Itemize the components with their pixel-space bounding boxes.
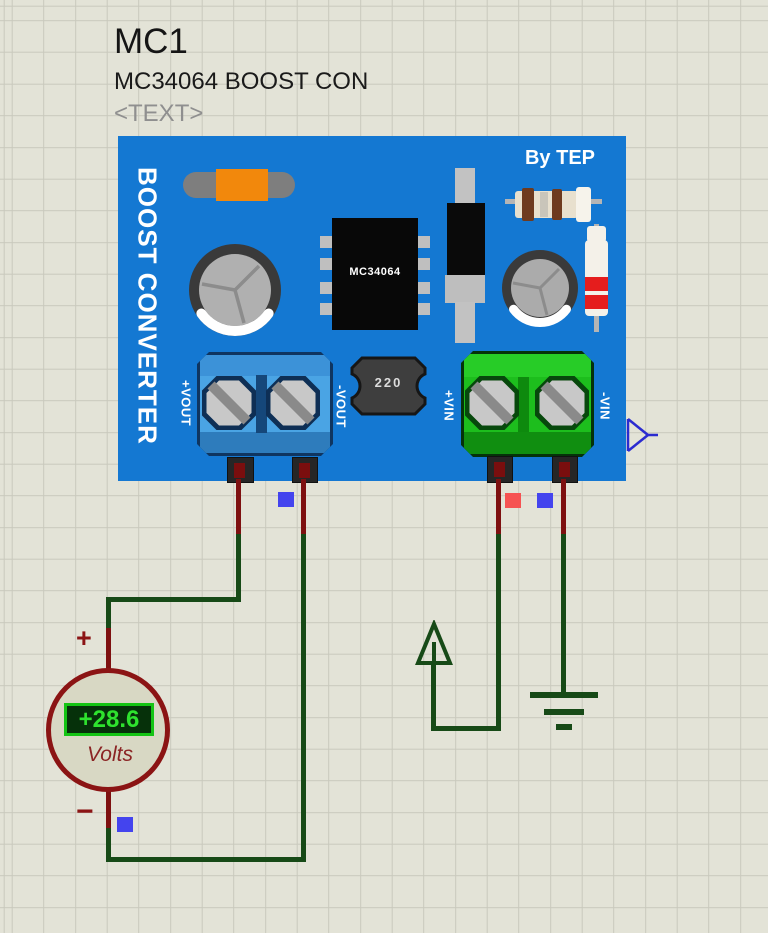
capacitor-highlight [196, 308, 274, 336]
junction-marker[interactable] [117, 817, 133, 832]
pin-pad [299, 463, 310, 478]
wire-segment[interactable] [561, 534, 566, 695]
pin-vout-minus[interactable] [292, 457, 318, 483]
terminal-block-edge [464, 432, 591, 454]
ic-pin [418, 282, 430, 294]
wire-segment[interactable] [431, 662, 436, 731]
transistor-tab [445, 275, 485, 303]
ic-pin [418, 236, 430, 248]
wire-segment[interactable] [496, 534, 501, 731]
ic-pin [320, 303, 332, 315]
junction-marker[interactable] [278, 492, 294, 507]
ground-icon [556, 724, 572, 730]
pin-pad [234, 463, 245, 478]
wire-segment[interactable] [106, 597, 241, 602]
terminal-block-vin[interactable] [461, 351, 594, 457]
resistor-end-cap [576, 187, 591, 222]
ic-pin [320, 258, 332, 270]
resistor-band [552, 189, 562, 220]
part-value-label[interactable]: MC34064 BOOST CON [114, 68, 369, 95]
ic-pin [320, 282, 332, 294]
junction-marker[interactable] [505, 493, 521, 508]
screw-terminal [535, 376, 589, 430]
wire-segment[interactable] [106, 857, 306, 862]
terminal-block-vout[interactable] [197, 352, 333, 456]
wire-segment[interactable] [301, 479, 306, 536]
label-vout-plus: +VOUT [178, 379, 194, 427]
wire-segment[interactable] [106, 628, 111, 669]
power-terminal-icon[interactable] [415, 620, 453, 668]
transistor-lead [455, 168, 475, 206]
wire-segment[interactable] [236, 479, 241, 536]
terminal-block-edge [200, 432, 330, 453]
wire-segment[interactable] [106, 791, 111, 828]
voltmeter-minus-sign: − [76, 795, 94, 828]
ic-pin [418, 258, 430, 270]
terminal-block-edge [464, 354, 591, 377]
ic-pin [418, 303, 430, 315]
transistor-lead [455, 302, 475, 343]
ic-mc34064[interactable] [332, 218, 418, 330]
pin-vin-plus[interactable] [487, 456, 513, 483]
voltmeter-display: +28.6 [64, 703, 154, 736]
screw-terminal [202, 376, 256, 430]
resistor-band [540, 192, 548, 217]
wire-segment[interactable] [496, 479, 501, 536]
ground-icon [544, 709, 584, 715]
screw-terminal [465, 376, 519, 430]
label-vout-minus: -VOUT [333, 384, 349, 428]
junction-marker[interactable] [537, 493, 553, 508]
label-vin-plus: +VIN [441, 390, 457, 422]
wire-segment[interactable] [431, 726, 501, 731]
resistor-band [585, 277, 608, 291]
resistor-band [585, 295, 608, 309]
terminal-block-edge [200, 355, 330, 376]
label-vin-minus: -VIN [597, 392, 613, 420]
voltmeter-unit-label: Volts [87, 743, 133, 766]
part-text-placeholder[interactable]: <TEXT> [114, 100, 204, 127]
wire-segment[interactable] [561, 479, 566, 536]
resistor-end-cap [587, 226, 606, 242]
resistor-band [522, 188, 534, 221]
inductor-value-label: 220 [374, 375, 403, 390]
ic-pin [320, 236, 332, 248]
pin-pad [559, 462, 570, 477]
board-byline: By TEP [524, 147, 596, 169]
pin-pad [494, 462, 505, 477]
bus-entry-icon[interactable] [622, 414, 664, 458]
wire-segment[interactable] [236, 534, 241, 602]
electrolytic-capacitor-1[interactable] [185, 240, 285, 340]
terminal-block-divider [518, 377, 529, 432]
fuse-center [216, 169, 268, 201]
terminal-block-divider [256, 375, 267, 433]
ground-icon[interactable] [530, 692, 598, 698]
pin-vout-plus[interactable] [227, 457, 254, 483]
capacitor-highlight [509, 304, 571, 327]
transistor[interactable] [447, 203, 485, 276]
wire-segment[interactable] [106, 597, 111, 630]
part-reference-label[interactable]: MC1 [114, 22, 188, 61]
screw-terminal [266, 376, 320, 430]
wire-segment[interactable] [301, 534, 306, 862]
voltmeter-plus-sign: + [76, 623, 92, 653]
electrolytic-capacitor-2[interactable] [498, 246, 582, 330]
wire-segment[interactable] [106, 826, 111, 862]
ic-label: MC34064 [349, 266, 401, 278]
board-title: BOOST CONVERTER [132, 167, 163, 445]
inductor-220[interactable] [344, 352, 432, 416]
